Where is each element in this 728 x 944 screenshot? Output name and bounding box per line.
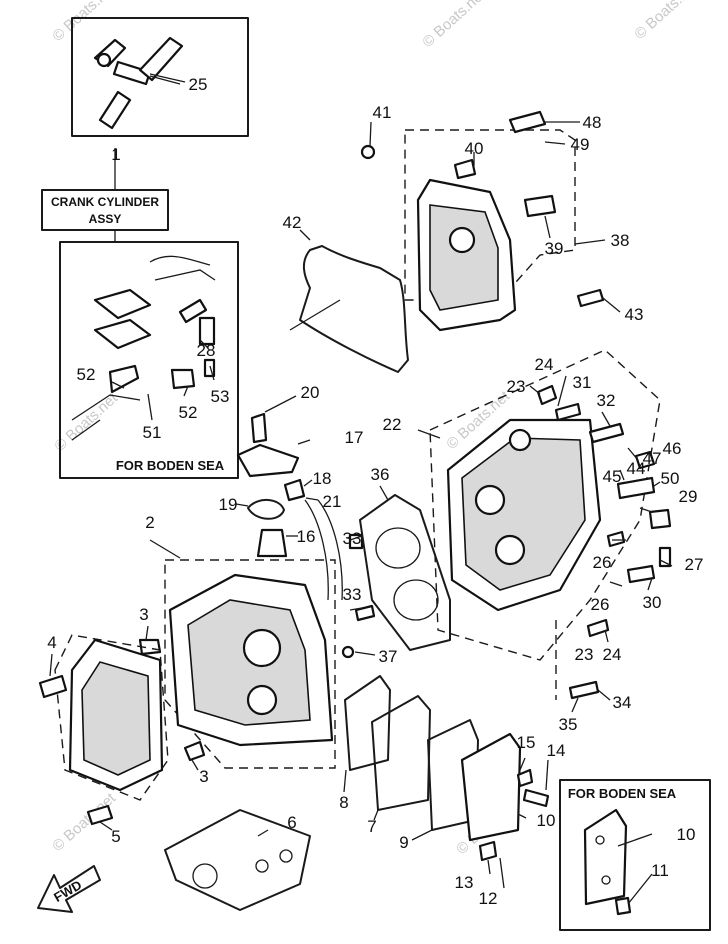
- callout-10: 10: [537, 811, 556, 830]
- watermark: © Boats.net: [49, 0, 119, 45]
- callout-8: 8: [339, 793, 348, 812]
- fwd-arrow: FWD: [37, 865, 101, 913]
- callout-44: 44: [627, 459, 646, 478]
- callout-22: 22: [383, 415, 402, 434]
- callout-42: 42: [283, 213, 302, 232]
- cylinder-head-group: [341, 349, 672, 700]
- callout-32: 32: [597, 391, 616, 410]
- callout-51: 51: [143, 423, 162, 442]
- callout-36: 36: [371, 465, 390, 484]
- callout-19: 19: [219, 495, 238, 514]
- boden-sea-right-label: FOR BODEN SEA: [568, 786, 677, 801]
- callout-3: 3: [139, 605, 148, 624]
- callout-17: 17: [345, 428, 364, 447]
- head-cover-group: [289, 110, 605, 373]
- callout-37: 37: [379, 647, 398, 666]
- leader-lines: [49, 75, 673, 905]
- callout-27: 27: [685, 555, 704, 574]
- boden-sea-left-box: FOR BODEN SEA: [59, 241, 239, 479]
- callout-52: 52: [77, 365, 96, 384]
- callout-33: 33: [343, 529, 362, 548]
- callout-47: 47: [643, 449, 662, 468]
- callout-24: 24: [603, 645, 622, 664]
- callout-13: 13: [455, 873, 474, 892]
- callout-11: 11: [651, 861, 669, 880]
- callout-31: 31: [573, 373, 592, 392]
- hose-detail-box: [71, 17, 249, 137]
- callout-16: 16: [297, 527, 316, 546]
- watermark: © Boats.net: [49, 789, 119, 855]
- callout-20: 20: [301, 383, 320, 402]
- callout-10: 10: [677, 825, 696, 844]
- callout-53: 53: [211, 387, 230, 406]
- callout-9: 9: [399, 833, 408, 852]
- callout-4: 4: [47, 633, 56, 652]
- assy-box-line2: ASSY: [89, 212, 122, 226]
- callout-1: 1: [111, 145, 120, 164]
- callout-40: 40: [465, 139, 484, 158]
- callout-29: 29: [679, 487, 698, 506]
- boden-sea-left-label: FOR BODEN SEA: [116, 458, 225, 473]
- crank-cylinder-assy-box: CRANK CYLINDER ASSY: [41, 148, 169, 242]
- callout-30: 30: [643, 593, 662, 612]
- callout-35: 35: [559, 715, 578, 734]
- callout-46: 46: [663, 439, 682, 458]
- callout-39: 39: [545, 239, 564, 258]
- callout-2: 2: [145, 513, 154, 532]
- callout-24: 24: [535, 355, 554, 374]
- callout-15: 15: [517, 733, 536, 752]
- callout-50: 50: [661, 469, 680, 488]
- callout-21: 21: [323, 492, 342, 511]
- callout-45: 45: [603, 467, 622, 486]
- callout-52: 52: [179, 403, 198, 422]
- callout-49: 49: [571, 135, 590, 154]
- callout-34: 34: [613, 693, 632, 712]
- callout-23: 23: [575, 645, 594, 664]
- callout-6: 6: [287, 813, 296, 832]
- boden-sea-right-box: FOR BODEN SEA: [559, 779, 711, 931]
- callout-numbers: 1 2 3 3 4 5 6 7 8 9 10 10 11 12 13 14 15…: [47, 75, 703, 908]
- callout-3: 3: [199, 767, 208, 786]
- callout-23: 23: [507, 377, 526, 396]
- exhaust-plate-group: [164, 675, 550, 911]
- callout-26: 26: [593, 553, 612, 572]
- cylinder-block-group: [38, 559, 336, 826]
- callout-5: 5: [111, 827, 120, 846]
- callout-26: 26: [591, 595, 610, 614]
- callout-7: 7: [367, 817, 376, 836]
- watermark: © Boats.net: [51, 389, 121, 455]
- callout-33: 33: [343, 585, 362, 604]
- callout-25: 25: [189, 75, 208, 94]
- thermostat-group: [236, 412, 364, 601]
- callout-41: 41: [373, 103, 392, 122]
- callout-18: 18: [313, 469, 332, 488]
- callout-14: 14: [547, 741, 566, 760]
- callout-28: 28: [197, 341, 216, 360]
- watermark: © Boats.net: [631, 0, 701, 43]
- callout-48: 48: [583, 113, 602, 132]
- callout-38: 38: [611, 231, 630, 250]
- assy-box-line1: CRANK CYLINDER: [51, 195, 159, 209]
- watermark: © Boats.net: [419, 0, 489, 51]
- callout-12: 12: [479, 889, 498, 908]
- callout-43: 43: [625, 305, 644, 324]
